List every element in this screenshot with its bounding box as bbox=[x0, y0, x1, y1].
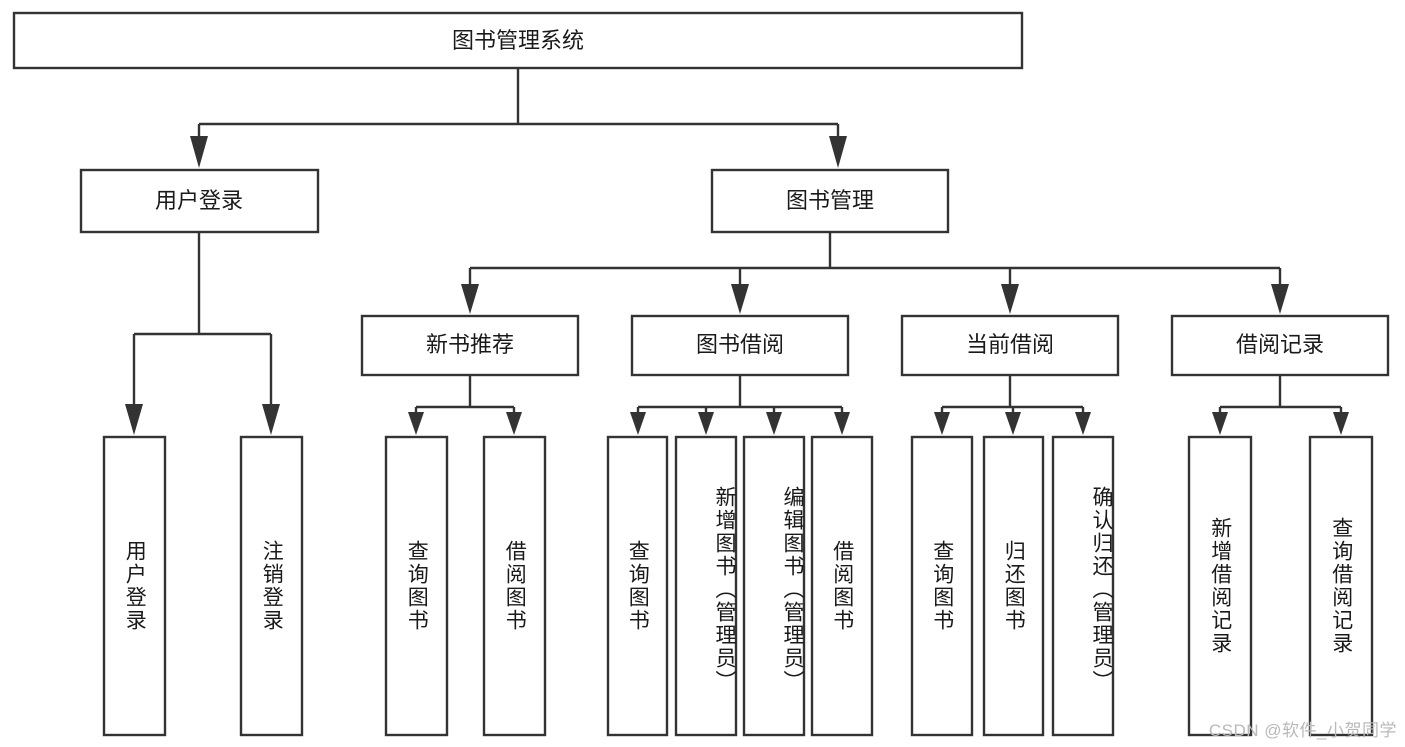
node-book-borrowing[interactable]: 图书借阅 bbox=[630, 314, 850, 377]
node-new-book-recommendation[interactable]: 新书推荐 bbox=[360, 314, 580, 377]
leaf-box-add-borrow-record[interactable] bbox=[1187, 435, 1253, 737]
node-root-system-label: 图书管理系统 bbox=[452, 28, 584, 53]
connector-current-borrow-to-leaves bbox=[934, 375, 1091, 435]
leaf-box-return-book[interactable] bbox=[982, 435, 1045, 737]
leaf-box-query-book-borrow[interactable] bbox=[606, 435, 669, 737]
node-root-system[interactable]: 图书管理系统 bbox=[12, 11, 1024, 70]
leaf-box-borrow-book[interactable] bbox=[810, 435, 874, 737]
node-user-login-label: 用户登录 bbox=[155, 188, 243, 213]
leaf-box-user-login[interactable] bbox=[102, 435, 167, 737]
leaf-box-add-book-admin[interactable] bbox=[674, 435, 738, 737]
node-book-management-label: 图书管理 bbox=[786, 188, 874, 213]
csdn-watermark: CSDN @软件_小贺同学 bbox=[1208, 721, 1397, 740]
node-new-book-recommendation-label: 新书推荐 bbox=[426, 332, 514, 357]
leaf-box-query-book-rec[interactable] bbox=[384, 435, 449, 737]
leaf-box-logout[interactable] bbox=[239, 435, 304, 737]
node-book-management[interactable]: 图书管理 bbox=[710, 168, 950, 234]
node-current-borrowing-label: 当前借阅 bbox=[966, 332, 1054, 357]
connector-user-login-to-leaves bbox=[125, 232, 280, 435]
node-borrow-records-label: 借阅记录 bbox=[1236, 332, 1324, 357]
connector-new-book-rec-to-leaves bbox=[408, 375, 522, 435]
leaf-box-query-borrow-record[interactable] bbox=[1308, 435, 1374, 737]
connector-book-manage-to-level3 bbox=[461, 232, 1289, 314]
connector-book-borrow-to-leaves bbox=[630, 375, 850, 435]
connector-root-to-level2 bbox=[190, 68, 847, 168]
leaf-box-confirm-return[interactable] bbox=[1051, 435, 1115, 737]
node-book-borrowing-label: 图书借阅 bbox=[696, 332, 784, 357]
node-current-borrowing[interactable]: 当前借阅 bbox=[900, 314, 1120, 377]
connector-borrow-record-to-leaves bbox=[1212, 375, 1349, 435]
node-user-login[interactable]: 用户登录 bbox=[79, 168, 320, 234]
leaf-box-edit-book-admin[interactable] bbox=[742, 435, 806, 737]
leaf-box-query-book-cur[interactable] bbox=[910, 435, 974, 737]
leaf-box-borrow-book-rec[interactable] bbox=[482, 435, 547, 737]
node-borrow-records[interactable]: 借阅记录 bbox=[1170, 314, 1390, 377]
